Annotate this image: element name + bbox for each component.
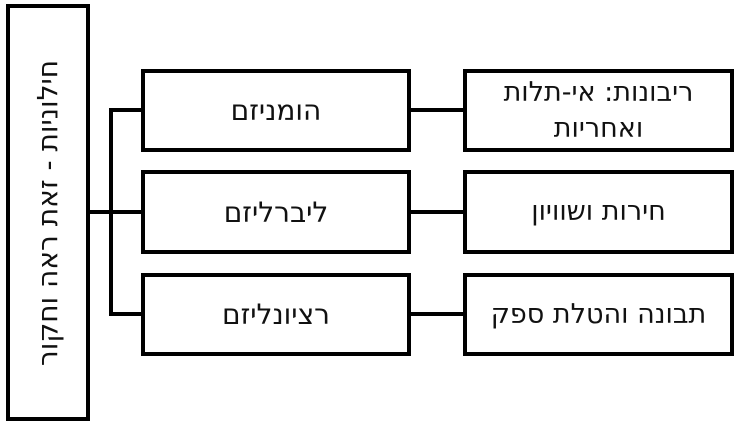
- concept-box-humanism: הומניזם: [141, 69, 411, 152]
- connector-humanism-to-detail: [411, 108, 463, 112]
- connector-liberalism-to-detail: [411, 210, 463, 214]
- concept-box-rationalism: רציונליזם: [141, 273, 411, 356]
- detail-box-freedom-equality: חירות ושוויון: [463, 170, 734, 254]
- root-title-label: חילוניות - זאת ראה וחקור: [31, 59, 65, 366]
- connector-root-to-trunk: [88, 210, 141, 214]
- detail-box-reason-doubt: תבונה והטלת ספק: [463, 273, 734, 356]
- connector-rationalism-to-detail: [411, 312, 463, 316]
- concept-box-liberalism: ליברליזם: [141, 170, 411, 254]
- root-title-box: חילוניות - זאת ראה וחקור: [6, 4, 90, 421]
- connector-trunk-to-humanism: [109, 108, 141, 112]
- connector-trunk-vertical: [109, 108, 113, 316]
- connector-trunk-to-rationalism: [109, 312, 141, 316]
- detail-box-sovereignty: ריבונות: אי-תלות ואחריות: [463, 69, 734, 152]
